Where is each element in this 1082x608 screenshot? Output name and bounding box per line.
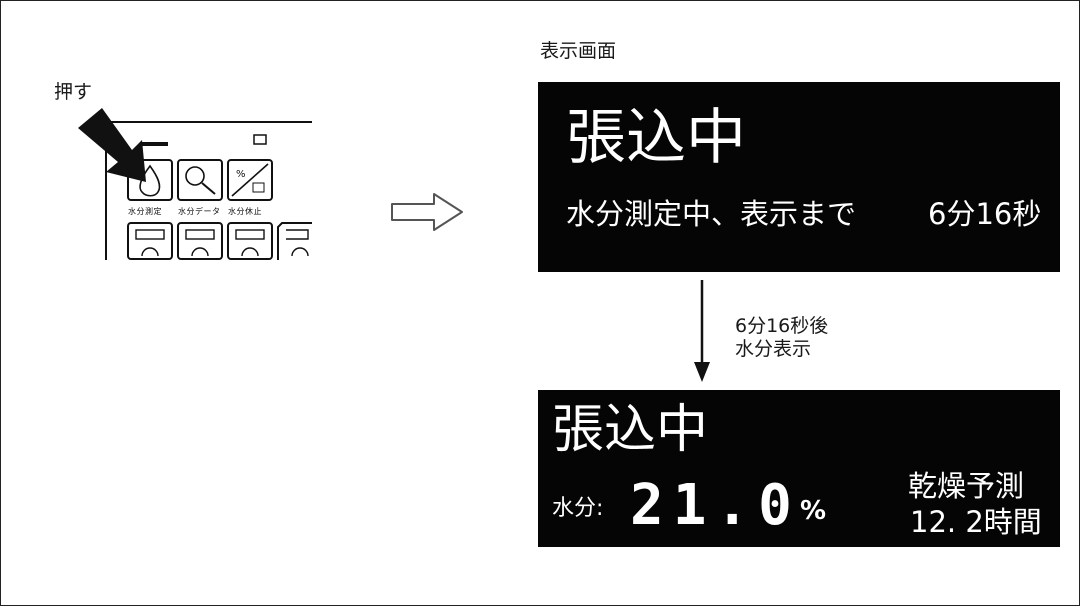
status-text: 張込中 [552, 400, 709, 460]
moisture-label: 水分: [552, 496, 604, 521]
display-measuring: 張込中 水分測定中、表示まで 6分16秒 [538, 82, 1060, 272]
display-screen-label: 表示画面 [540, 40, 617, 62]
keypad-drawing: % 水分測定 水分データ 水分休止 [78, 108, 312, 260]
key-caption: 水分データ [178, 206, 221, 216]
moisture-unit: % [800, 496, 827, 526]
water-drop-icon [139, 164, 161, 197]
moisture-value: 21.0 [630, 473, 801, 538]
keypad-illustration: % 水分測定 水分データ 水分休止 [56, 80, 316, 270]
percent-symbol: % [236, 169, 246, 180]
pause-box-icon [252, 182, 265, 193]
status-text: 張込中 [566, 103, 746, 173]
transition-note-line2: 水分表示 [735, 338, 812, 360]
measuring-message: 水分測定中、表示まで [566, 197, 857, 231]
indicator-led-icon [253, 134, 267, 145]
drying-prediction-label: 乾燥予測 [908, 469, 1025, 503]
key-moisture-pause[interactable]: % [227, 159, 273, 201]
brand-mark-icon [140, 142, 168, 146]
transition-note-line1: 6分16秒後 [735, 315, 829, 337]
key-caption: 水分測定 [128, 206, 162, 216]
lower-key-row [105, 222, 312, 260]
transition-right-arrow-icon [391, 193, 463, 231]
key-moisture-data[interactable] [177, 159, 223, 201]
key-caption: 水分休止 [228, 206, 262, 216]
display-moisture-result: 張込中 水分: 21.0 % 乾燥予測 12. 2時間 [538, 390, 1060, 547]
press-arrow-icon [78, 108, 146, 182]
down-arrow-icon [694, 280, 710, 382]
transition-note: 6分16秒後 水分表示 [735, 315, 828, 361]
magnifier-icon [185, 166, 205, 186]
remaining-time: 6分16秒 [928, 197, 1042, 231]
press-label: 押す [54, 81, 93, 103]
percent-slash-icon [231, 163, 269, 197]
drying-prediction-value: 12. 2時間 [910, 505, 1042, 539]
